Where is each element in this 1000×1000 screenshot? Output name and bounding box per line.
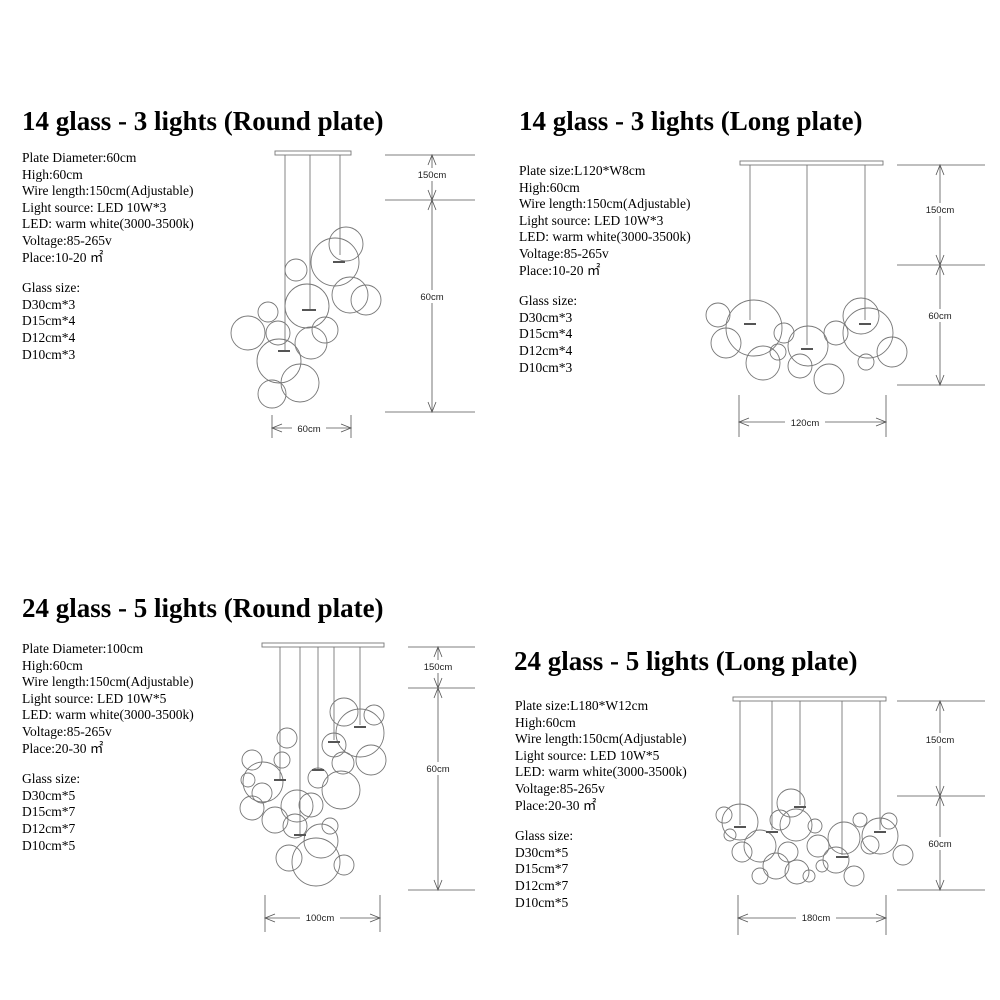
wire-length-label: 150cm bbox=[418, 170, 447, 181]
spec-line: Plate size:L120*W8cm bbox=[519, 163, 646, 178]
ceiling-plate bbox=[261, 642, 385, 648]
spec-line: High:60cm bbox=[22, 166, 83, 182]
glass-line: D15cm*7 bbox=[515, 861, 569, 877]
glass-line: D12cm*7 bbox=[22, 820, 76, 836]
spec-line: LED: warm white(3000-3500k) bbox=[22, 707, 194, 723]
panel-1-title: 14 glass - 3 lights (Round plate) bbox=[22, 106, 384, 136]
glass-line: D15cm*4 bbox=[22, 313, 76, 329]
spec-line: Place:10-20 ㎡ bbox=[22, 249, 104, 265]
wire-length-label: 150cm bbox=[424, 662, 453, 673]
spec-line: Plate Diameter:100cm bbox=[22, 641, 144, 656]
spec-line: Wire length:150cm(Adjustable) bbox=[515, 731, 687, 747]
width-label: 120cm bbox=[791, 418, 820, 429]
glass-line: D30cm*3 bbox=[22, 296, 76, 312]
spec-line: Place:20-30 ㎡ bbox=[22, 740, 104, 756]
panel-2-specs: Plate size:L120*W8cm High:60cm Wire leng… bbox=[519, 163, 691, 376]
ceiling-plate bbox=[274, 150, 352, 156]
spec-line: Plate size:L180*W12cm bbox=[515, 698, 649, 713]
spec-line: High:60cm bbox=[22, 657, 83, 673]
spec-line: LED: warm white(3000-3500k) bbox=[515, 764, 687, 780]
spec-line: Voltage:85-265v bbox=[519, 245, 609, 261]
glass-size-heading: Glass size: bbox=[515, 828, 574, 844]
dimension-lines bbox=[263, 645, 475, 932]
width-label: 180cm bbox=[802, 913, 831, 924]
spec-line: Voltage:85-265v bbox=[22, 232, 112, 248]
panel-3-specs: Plate Diameter:100cm High:60cm Wire leng… bbox=[22, 641, 194, 854]
glass-size-heading: Glass size: bbox=[22, 280, 81, 296]
panel-1-specs: Plate Diameter:60cm High:60cm Wire lengt… bbox=[22, 150, 194, 363]
glass-globes bbox=[705, 297, 908, 395]
ceiling-plate bbox=[739, 160, 884, 166]
glass-size-heading: Glass size: bbox=[22, 771, 81, 787]
glass-line: D10cm*3 bbox=[519, 359, 573, 375]
spec-line: LED: warm white(3000-3500k) bbox=[519, 229, 691, 245]
height-label: 60cm bbox=[928, 839, 951, 850]
height-label: 60cm bbox=[420, 292, 443, 303]
glass-line: D15cm*4 bbox=[519, 326, 573, 342]
spec-line: Place:10-20 ㎡ bbox=[519, 262, 601, 278]
glass-line: D10cm*5 bbox=[22, 837, 76, 853]
glass-line: D15cm*7 bbox=[22, 804, 76, 820]
glass-line: D30cm*5 bbox=[515, 844, 569, 860]
spec-line: LED: warm white(3000-3500k) bbox=[22, 216, 194, 232]
panel-3-title: 24 glass - 5 lights (Round plate) bbox=[22, 593, 384, 623]
spec-line: Voltage:85-265v bbox=[515, 780, 605, 796]
glass-line: D10cm*5 bbox=[515, 894, 569, 910]
spec-line: Light source: LED 10W*5 bbox=[515, 747, 660, 763]
panel-4-title: 24 glass - 5 lights (Long plate) bbox=[514, 646, 858, 676]
spec-line: Light source: LED 10W*5 bbox=[22, 690, 167, 706]
ceiling-plate bbox=[732, 696, 887, 702]
glass-globes bbox=[715, 788, 914, 887]
spec-line: Voltage:85-265v bbox=[22, 723, 112, 739]
height-label: 60cm bbox=[928, 311, 951, 322]
glass-line: D12cm*7 bbox=[515, 877, 569, 893]
panel-2-title: 14 glass - 3 lights (Long plate) bbox=[519, 106, 863, 136]
glass-line: D12cm*4 bbox=[519, 342, 573, 358]
glass-globes bbox=[230, 226, 382, 409]
dimension-lines bbox=[737, 163, 985, 437]
glass-line: D30cm*3 bbox=[519, 309, 573, 325]
panel-4-specs: Plate size:L180*W12cm High:60cm Wire len… bbox=[515, 698, 687, 911]
wire-length-label: 150cm bbox=[926, 205, 955, 216]
height-label: 60cm bbox=[426, 764, 449, 775]
wire-length-label: 150cm bbox=[926, 735, 955, 746]
spec-line: Wire length:150cm(Adjustable) bbox=[22, 674, 194, 690]
width-label: 60cm bbox=[297, 424, 320, 435]
glass-line: D10cm*3 bbox=[22, 346, 76, 362]
spec-line: Light source: LED 10W*3 bbox=[22, 199, 167, 215]
glass-size-heading: Glass size: bbox=[519, 293, 578, 309]
glass-line: D30cm*5 bbox=[22, 787, 76, 803]
glass-globes bbox=[239, 697, 387, 887]
glass-line: D12cm*4 bbox=[22, 329, 76, 345]
spec-line: Wire length:150cm(Adjustable) bbox=[519, 196, 691, 212]
width-label: 100cm bbox=[306, 913, 335, 924]
spec-line: High:60cm bbox=[519, 179, 580, 195]
spec-line: High:60cm bbox=[515, 714, 576, 730]
spec-line: Plate Diameter:60cm bbox=[22, 150, 137, 165]
spec-line: Light source: LED 10W*3 bbox=[519, 212, 664, 228]
dimension-lines bbox=[270, 153, 475, 438]
spec-line: Place:20-30 ㎡ bbox=[515, 797, 597, 813]
spec-line: Wire length:150cm(Adjustable) bbox=[22, 183, 194, 199]
